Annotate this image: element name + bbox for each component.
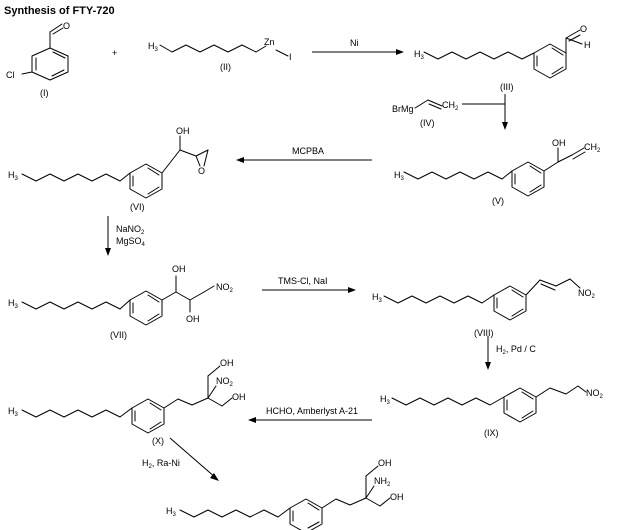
reagent-hcho: HCHO, Amberlyst A-21 <box>266 406 358 416</box>
scheme-title: Synthesis of FTY-720 <box>4 5 115 17</box>
reagent-tmscl: TMS-Cl, NaI <box>278 276 328 286</box>
compound-label-III: (III) <box>500 82 514 92</box>
atom-brmg: BrMg <box>392 104 414 114</box>
arrow-1 <box>312 49 404 55</box>
reagent-mgso4: MgSO4 <box>116 236 146 248</box>
atom-oh-x-1: OH <box>220 358 234 368</box>
arrow-7 <box>248 417 372 423</box>
atom-i: I <box>289 52 292 62</box>
atom-oh-vii-2: OH <box>186 314 200 324</box>
atom-oh-final-1: OH <box>378 458 392 468</box>
arrow-4 <box>105 216 111 256</box>
atom-h-ix: H3 <box>380 394 391 406</box>
atom-oh-vi: OH <box>176 126 190 136</box>
reagent-h2-pdc: H2, Pd / C <box>496 344 536 356</box>
compound-label-IV: (IV) <box>420 118 435 128</box>
arrow-5 <box>262 287 356 293</box>
compound-III-structure <box>423 29 583 79</box>
atom-ch2-iv: CH2 <box>442 100 459 112</box>
compound-VII-structure <box>21 275 215 326</box>
atom-cl: Cl <box>6 70 15 80</box>
atom-oh-final-2: OH <box>390 492 404 502</box>
compound-label-VII: (VII) <box>110 330 127 340</box>
atom-h-iii: H3 <box>414 49 425 61</box>
compound-label-II: (II) <box>220 62 231 72</box>
atom-oh-x-2: OH <box>232 392 246 402</box>
atom-oh-vii-1: OH <box>172 264 186 274</box>
atom-oh-v: OH <box>552 138 566 148</box>
atom-nh2-final: NH2 <box>374 476 391 488</box>
atom-no2-viii: NO2 <box>578 288 596 300</box>
atom-ch2-v: CH2 <box>584 142 601 154</box>
plus-sign: + <box>112 48 117 58</box>
compound-fty720-structure <box>179 465 391 530</box>
compound-label-V: (V) <box>492 196 504 206</box>
reagent-ni: Ni <box>350 38 359 48</box>
atom-h-v: H3 <box>394 170 405 182</box>
atom-zn: Zn <box>264 37 275 47</box>
atom-o: O <box>63 21 70 31</box>
compound-V-structure <box>403 147 586 197</box>
compound-IV-structure <box>414 99 443 110</box>
compound-VI-structure <box>21 135 209 199</box>
compound-VIII-structure <box>383 278 581 321</box>
atom-h-final: H3 <box>166 506 177 518</box>
compound-IX-structure <box>391 385 587 423</box>
atom-no2-vii: NO2 <box>216 282 234 294</box>
arrow-8 <box>169 437 219 481</box>
reagent-h2-rani: H2, Ra-Ni <box>142 458 180 470</box>
compound-label-I: (I) <box>40 88 49 98</box>
atom-o-epoxide: O <box>198 166 205 176</box>
arrow-6 <box>485 336 491 370</box>
atom-no2-ix: NO2 <box>586 388 604 400</box>
compound-label-VI: (VI) <box>130 202 145 212</box>
atom-o-iii: O <box>580 24 587 34</box>
compound-II-structure <box>159 44 289 57</box>
atom-h-ald-iii: H <box>584 40 591 50</box>
arrow-3 <box>236 157 372 163</box>
arrow-2 <box>462 94 508 130</box>
atom-h-ii: H3 <box>148 41 159 53</box>
atom-h-x: H3 <box>8 406 19 418</box>
atom-h-vi: H3 <box>8 170 19 182</box>
compound-I-structure <box>21 23 69 81</box>
reagent-nano2: NaNO2 <box>116 224 145 236</box>
reagent-mcpba: MCPBA <box>292 146 324 156</box>
compound-label-VIII: (VIII) <box>474 328 494 338</box>
compound-X-structure <box>21 365 233 434</box>
atom-h-viii: H3 <box>372 292 383 304</box>
atom-h-vii: H3 <box>8 298 19 310</box>
atom-no2-x: NO2 <box>216 376 234 388</box>
compound-label-IX: (IX) <box>484 428 499 438</box>
compound-label-X: (X) <box>152 436 164 446</box>
